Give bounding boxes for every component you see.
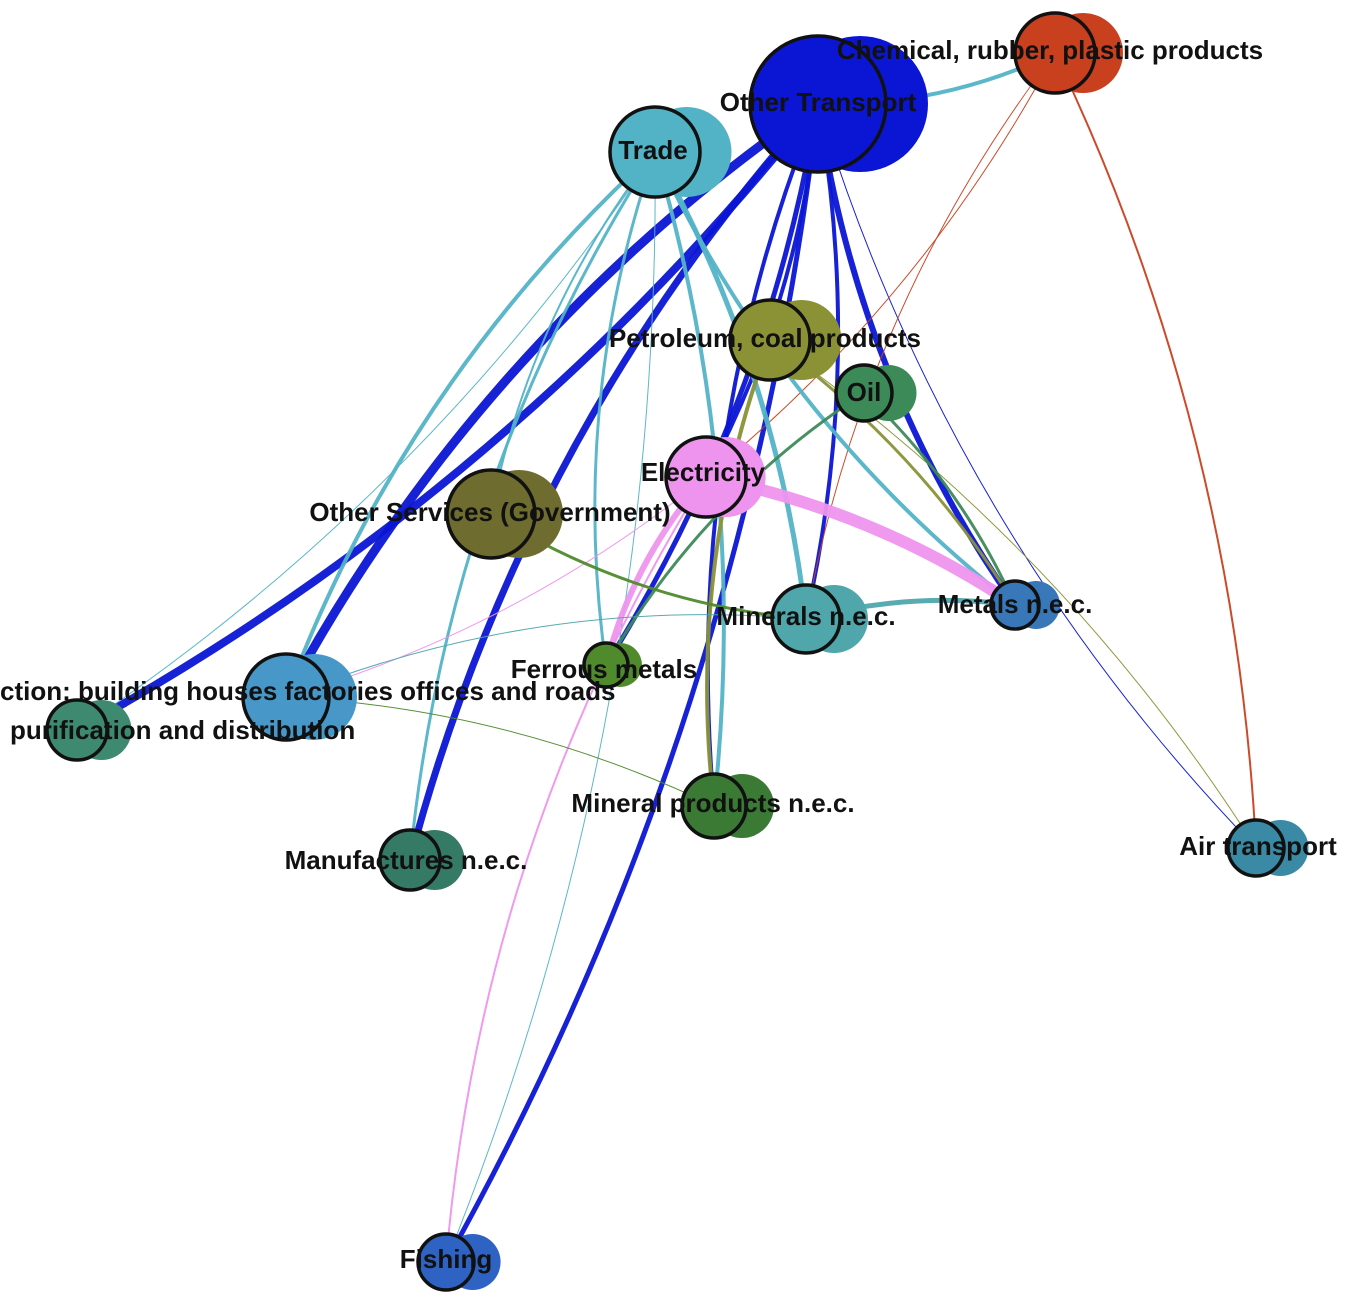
node-circle xyxy=(241,652,331,742)
edge-other_transport-air_transport xyxy=(817,103,1257,849)
node-petroleum[interactable] xyxy=(728,298,842,382)
node-circle xyxy=(445,468,537,560)
node-circle xyxy=(664,435,748,519)
node-label-other_services: Other Services (Government) xyxy=(309,497,670,527)
edge-electricity-fishing xyxy=(445,476,707,1263)
edge-other_transport-metals xyxy=(815,101,1018,608)
edge-chemical-air_transport xyxy=(1054,52,1257,849)
node-label-chemical: Chemical, rubber, plastic products xyxy=(837,35,1263,65)
node-circle xyxy=(989,579,1041,631)
node-label-ferrous: Ferrous metals xyxy=(511,654,697,684)
edge-other_transport-minerals xyxy=(804,102,841,621)
node-minerals[interactable] xyxy=(770,583,868,655)
node-circle xyxy=(416,1232,476,1292)
node-circle xyxy=(45,698,109,762)
node-oil[interactable] xyxy=(834,363,917,423)
node-manufactures[interactable] xyxy=(378,828,465,892)
node-label-metals: Metals n.e.c. xyxy=(938,589,1093,619)
node-other_services[interactable] xyxy=(445,468,563,560)
node-trade[interactable] xyxy=(608,105,732,199)
node-label-air_transport: Air transport xyxy=(1179,831,1337,861)
node-label-manufactures: Manufactures n.e.c. xyxy=(285,845,528,875)
node-fishing[interactable] xyxy=(416,1232,501,1292)
node-label-petroleum: Petroleum, coal products xyxy=(609,323,921,353)
node-layer xyxy=(45,11,1309,1292)
edge-trade-ferrous xyxy=(593,150,657,667)
node-label-other_transport: Other Transport xyxy=(720,87,917,117)
node-circle xyxy=(582,641,630,689)
edge-trade-metals xyxy=(653,150,1017,607)
node-circle xyxy=(748,34,888,174)
node-label-trade: Trade xyxy=(618,135,687,165)
node-electricity[interactable] xyxy=(664,435,766,519)
node-circle xyxy=(1226,818,1286,878)
edge-trade-minerals xyxy=(652,149,809,622)
node-air_transport[interactable] xyxy=(1226,818,1309,878)
node-water[interactable] xyxy=(45,698,132,762)
edge-petroleum-mineral_products xyxy=(705,338,772,808)
label-layer: Other Transport Chemical, rubber, plastic… xyxy=(0,35,1337,1274)
node-circle xyxy=(608,105,702,199)
node-circle xyxy=(1013,11,1097,95)
edge-other_transport-manufactures xyxy=(406,100,822,864)
node-label-minerals: Minerals n.e.c. xyxy=(716,601,895,631)
edge-trade-fishing xyxy=(445,151,656,1263)
edge-chemical-minerals xyxy=(805,52,1056,620)
node-label-oil: Oil xyxy=(847,377,882,407)
node-label-construction: ction: building houses factories offices… xyxy=(0,676,615,706)
node-chemical[interactable] xyxy=(1013,11,1123,95)
node-label-water: purification and distribution xyxy=(10,715,355,745)
node-label-mineral_products: Mineral products n.e.c. xyxy=(571,788,854,818)
edge-trade-construction xyxy=(284,150,657,699)
node-label-fishing: Fishing xyxy=(400,1244,492,1274)
node-other_transport[interactable] xyxy=(748,34,928,174)
edge-trade-other_services xyxy=(490,151,656,515)
edge-other_transport-ferrous xyxy=(603,101,821,668)
node-metals[interactable] xyxy=(989,579,1060,631)
node-ferrous[interactable] xyxy=(582,641,642,689)
edge-minerals-construction xyxy=(285,614,807,698)
edge-other_transport-fishing xyxy=(443,101,821,1265)
node-mineral_products[interactable] xyxy=(680,772,774,840)
node-circle xyxy=(728,298,812,382)
node-label-electricity: Electricity xyxy=(641,457,766,487)
edge-trade-water xyxy=(76,151,656,731)
node-circle xyxy=(834,363,894,423)
node-construction[interactable] xyxy=(241,652,357,742)
edge-chemical-electricity xyxy=(705,52,1056,478)
node-circle xyxy=(770,583,842,655)
node-circle xyxy=(680,772,748,840)
node-circle xyxy=(378,828,442,892)
